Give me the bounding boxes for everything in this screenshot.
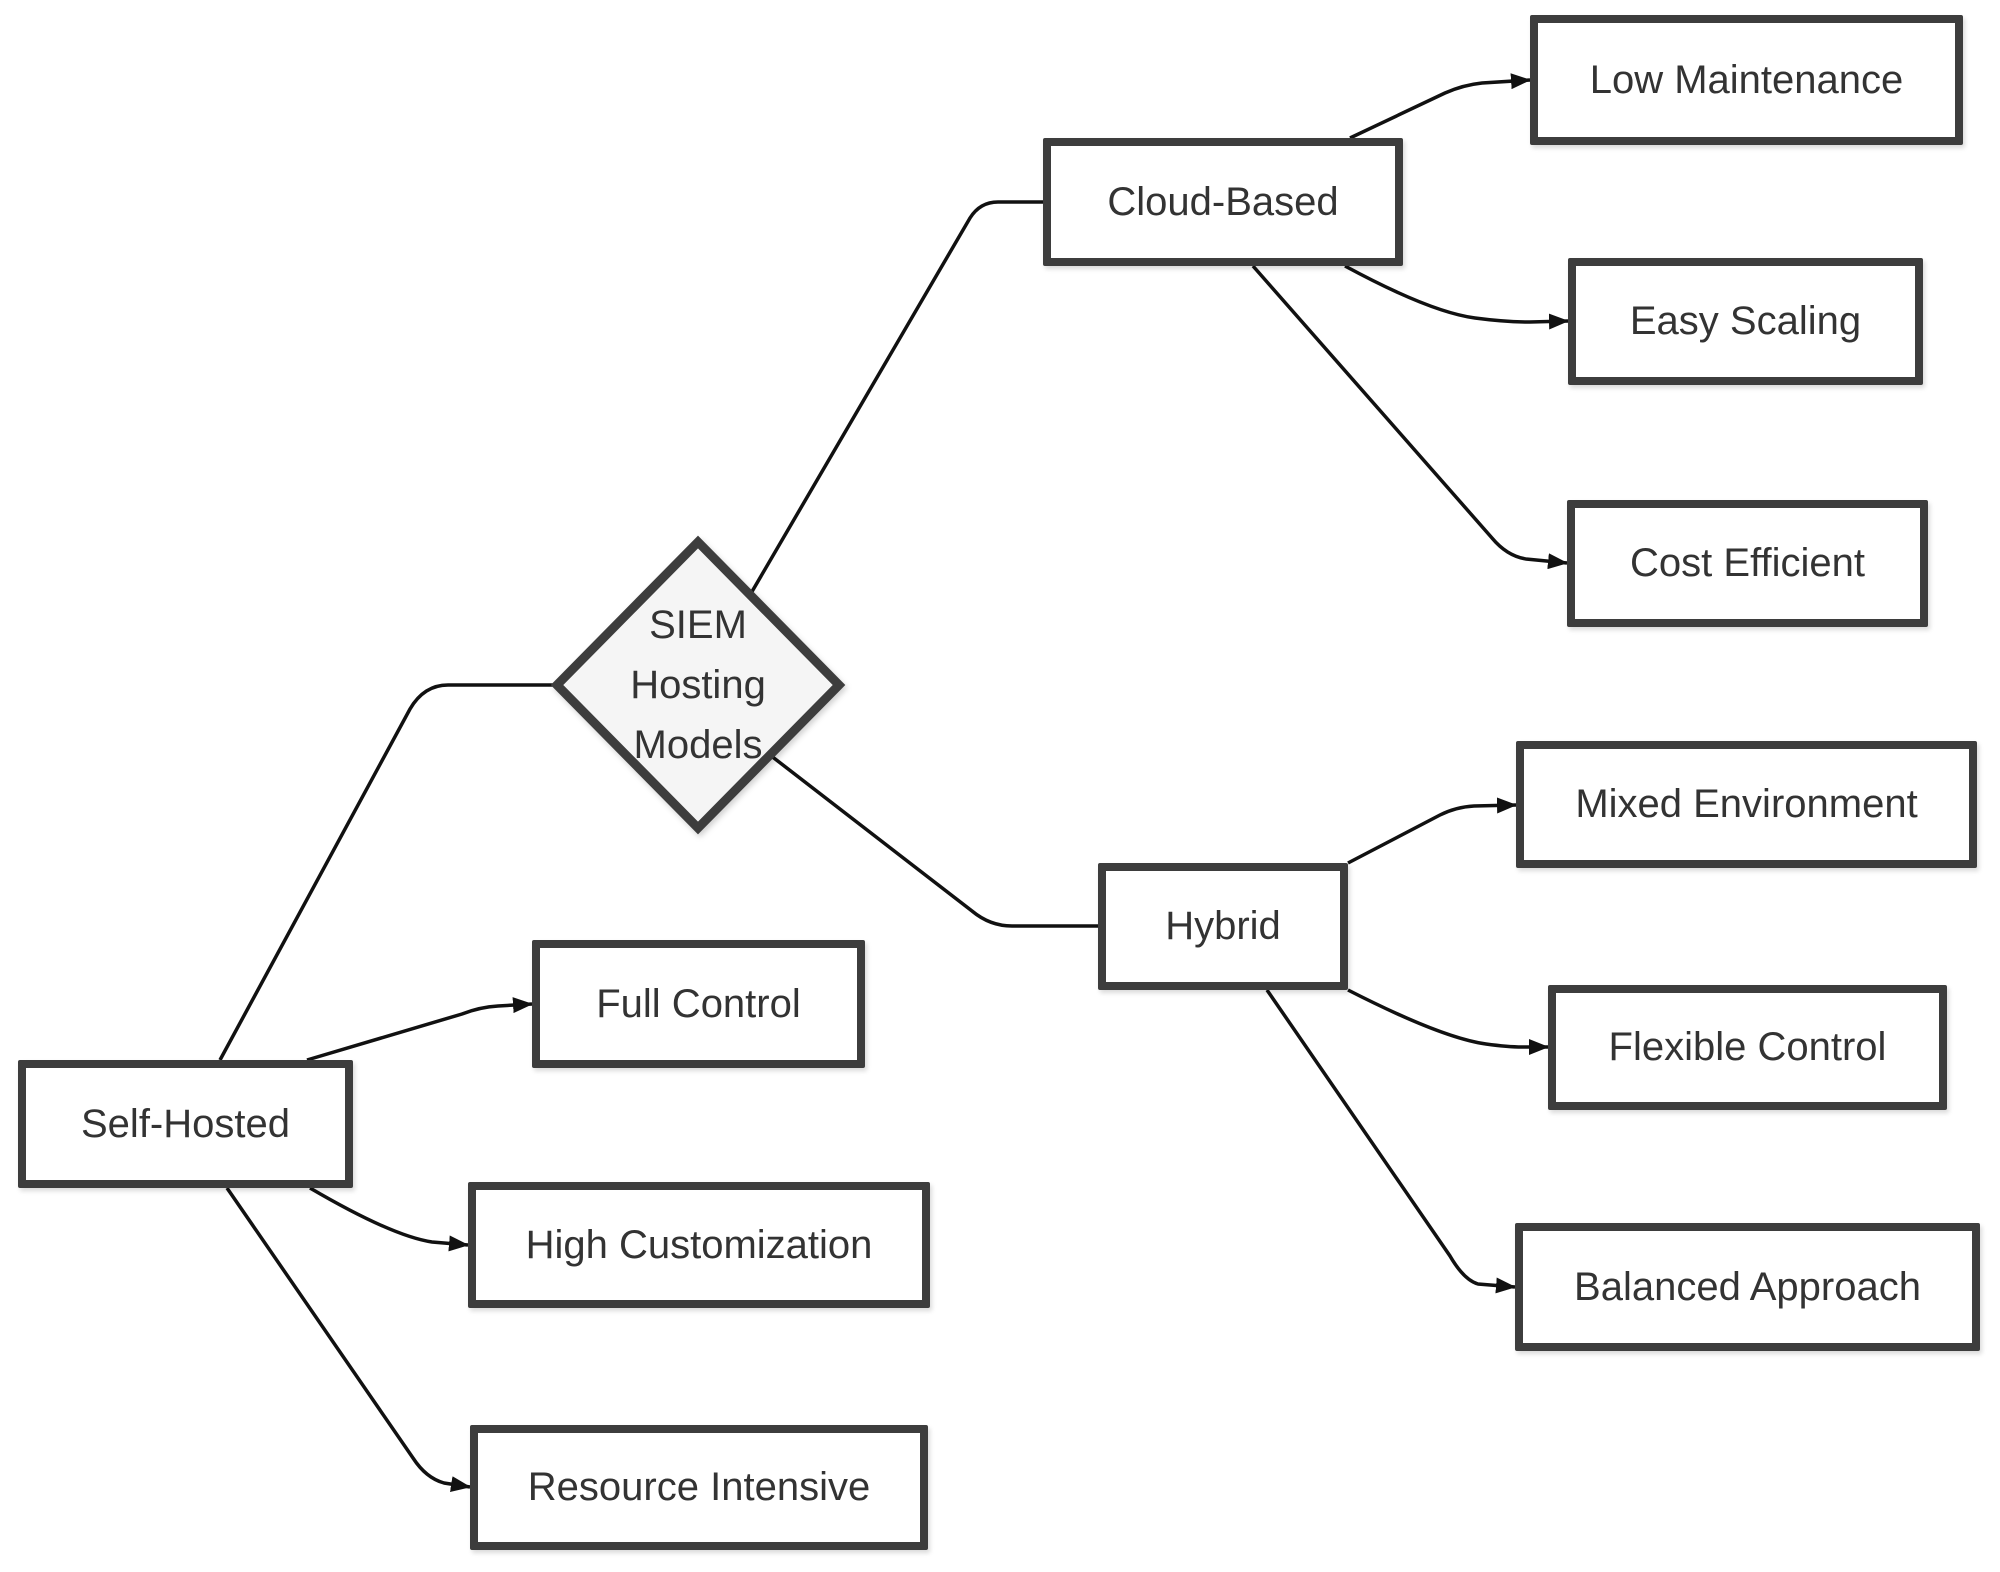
edge-cloud-low-maintenance [1349, 73, 1531, 140]
edge-hybrid-mixed-environment [1347, 797, 1517, 865]
node-label: Resource Intensive [527, 1465, 871, 1509]
node-full-control: Full Control [532, 940, 865, 1068]
node-label: Flexible Control [1608, 1025, 1887, 1069]
node-cloud-based: Cloud-Based [1043, 138, 1403, 266]
edge-root-cloud-based [748, 200, 1043, 596]
node-label: Hybrid [1165, 904, 1281, 948]
root-label-line: SIEM [649, 603, 747, 647]
root-diamond-shape [550, 535, 846, 835]
edge-root-hybrid [768, 753, 1098, 928]
edge-cloud-cost-efficient [1251, 264, 1568, 570]
edge-self-high-customization [309, 1186, 469, 1252]
edge-hybrid-flexible-control [1347, 988, 1549, 1055]
node-high-customization: High Customization [468, 1182, 930, 1308]
node-label: Mixed Environment [1575, 782, 1918, 826]
edge-hybrid-balanced-approach [1265, 989, 1516, 1294]
node-self-hosted: Self-Hosted [18, 1060, 353, 1188]
node-siem-hosting-models: SIEM Hosting Models [588, 595, 808, 775]
root-label-line: Models [633, 723, 763, 767]
node-mixed-environment: Mixed Environment [1516, 741, 1977, 868]
root-label-line: Hosting [630, 663, 766, 707]
node-label: Self-Hosted [81, 1101, 290, 1146]
node-easy-scaling: Easy Scaling [1568, 258, 1923, 385]
node-label: Balanced Approach [1574, 1264, 1921, 1309]
node-label: Cost Efficient [1630, 541, 1865, 585]
edge-self-full-control [306, 997, 533, 1062]
node-resource-intensive: Resource Intensive [470, 1425, 928, 1550]
node-label: Full Control [596, 981, 801, 1026]
edge-cloud-easy-scaling [1344, 264, 1569, 330]
node-low-maintenance: Low Maintenance [1530, 15, 1963, 145]
node-cost-efficient: Cost Efficient [1567, 500, 1928, 627]
edge-root-self-hosted [218, 683, 557, 1061]
node-balanced-approach: Balanced Approach [1515, 1223, 1980, 1351]
node-label: Easy Scaling [1629, 299, 1862, 343]
node-hybrid: Hybrid [1098, 863, 1348, 990]
node-label: Cloud-Based [1107, 179, 1339, 224]
node-flexible-control: Flexible Control [1548, 985, 1947, 1110]
node-label: High Customization [525, 1222, 873, 1267]
edge-self-resource-intensive [225, 1187, 471, 1493]
node-label: Low Maintenance [1589, 57, 1904, 102]
